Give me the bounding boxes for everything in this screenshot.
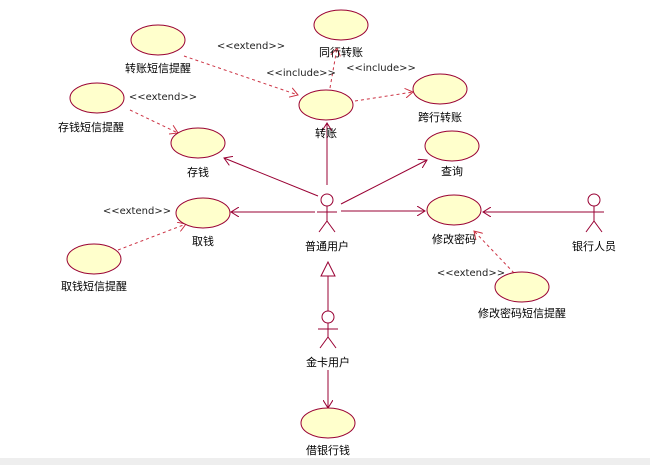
actor-ordinary-user-label: 普通用户 [305,239,349,253]
include-label-same-bank: <<include>> [266,68,336,79]
use-case-labels: 同行转账 转账短信提醒 转账 跨行转账 存钱短信提醒 存钱 查询 取钱 修改密码… [58,45,566,457]
extend-label-withdraw: <<extend>> [103,206,171,217]
actor-bank-staff-label: 银行人员 [572,239,616,253]
extend-withdraw-sms [117,224,186,251]
actor-bank-staff[interactable] [584,193,604,233]
label-change-password-sms: 修改密码短信提醒 [478,306,566,320]
extend-changepwd-sms [474,231,515,274]
stereotype-labels: <<extend>> <<include>> <<include>> <<ext… [103,41,505,279]
label-transfer: 转账 [315,126,337,140]
usecase-query[interactable] [424,130,480,162]
actor-gold-card-user[interactable] [318,310,338,349]
label-query: 查询 [441,164,463,178]
usecase-withdraw[interactable] [175,197,231,229]
label-transfer-cross-bank: 跨行转账 [418,110,462,124]
usecase-transfer-sms[interactable] [130,24,186,56]
usecase-change-password-sms[interactable] [494,271,550,303]
dependencies [117,48,515,274]
extend-label-transfer: <<extend>> [217,41,285,52]
usecase-transfer[interactable] [298,89,354,121]
usecase-withdraw-sms[interactable] [66,243,122,275]
extend-transfer-sms [183,55,298,95]
actor-gold-card-user-label: 金卡用户 [306,355,350,369]
label-deposit-sms: 存钱短信提醒 [58,120,124,134]
assoc-user-deposit [224,158,319,197]
include-cross-bank [354,92,413,102]
usecase-transfer-cross-bank[interactable] [412,73,468,105]
label-deposit: 存钱 [187,165,209,179]
label-transfer-sms: 转账短信提醒 [125,61,191,75]
actor-ordinary-user[interactable] [317,193,337,233]
label-transfer-same-bank: 同行转账 [319,45,363,59]
usecase-transfer-same-bank[interactable] [313,9,369,41]
extend-deposit-sms [129,109,178,133]
use-case-ellipses [66,9,550,439]
generalization-gold-to-user [320,260,336,313]
usecase-deposit-sms[interactable] [69,82,125,114]
associations [224,123,584,408]
label-withdraw: 取钱 [192,234,214,248]
include-same-bank [329,48,337,89]
actor-gold-card-user-head [321,310,335,324]
assoc-user-query [340,160,427,205]
actor-ordinary-user-head [320,193,334,207]
window-bottom-strip [0,458,650,465]
usecase-deposit[interactable] [170,127,226,159]
label-loan: 借银行钱 [306,443,350,457]
usecase-loan[interactable] [300,407,356,439]
actor-bank-staff-head [587,193,601,207]
usecase-change-password[interactable] [426,194,482,226]
label-change-password: 修改密码 [432,232,476,246]
extend-label-changepwd: <<extend>> [437,268,505,279]
include-label-cross-bank: <<include>> [346,63,416,74]
label-withdraw-sms: 取钱短信提醒 [61,279,127,293]
extend-label-deposit: <<extend>> [129,92,197,103]
